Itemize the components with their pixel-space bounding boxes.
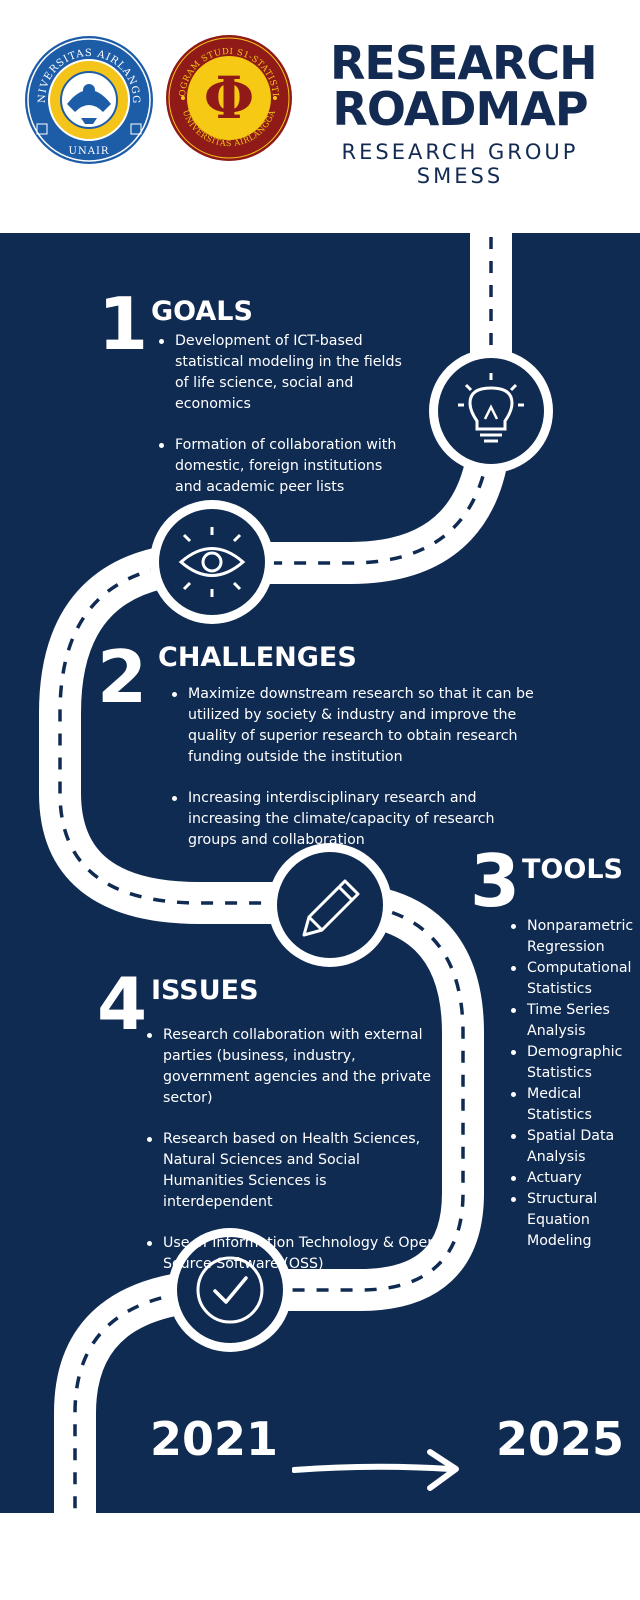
goals-title: GOALS <box>151 296 253 327</box>
list-item: Research based on Health Sciences, Natur… <box>147 1129 437 1213</box>
tools-title: TOOLS <box>522 854 623 885</box>
title-line-1: RESEARCH <box>330 36 598 90</box>
road-path <box>39 233 553 1513</box>
statistics-program-logo: Φ PROGRAM STUDI S1-STATISTIKA UNIVERSITA… <box>165 34 293 162</box>
svg-text:Φ: Φ <box>204 64 255 132</box>
list-item: Nonparametric Regression <box>511 916 639 958</box>
challenges-title: CHALLENGES <box>158 642 357 673</box>
start-year: 2021 <box>150 1412 279 1466</box>
header: UNIVERSITAS AIRLANGGA UNAIR Φ PROGRAM ST… <box>0 0 640 233</box>
end-year: 2025 <box>496 1412 625 1466</box>
tools-list: Nonparametric Regression Computational S… <box>511 916 639 1252</box>
list-item: Research collaboration with external par… <box>147 1025 437 1109</box>
subtitle-line-1: RESEARCH GROUP <box>341 140 579 164</box>
list-item: Time Series Analysis <box>511 1000 639 1042</box>
list-item: Maximize downstream research so that it … <box>172 684 540 768</box>
issues-number: 4 <box>97 962 148 1046</box>
list-item: Development of ICT-based statistical mod… <box>159 331 404 415</box>
list-item: Formation of collaboration with domestic… <box>159 435 404 498</box>
arrow-right-icon <box>292 1449 459 1491</box>
goals-list: Development of ICT-based statistical mod… <box>159 331 404 518</box>
page-title: RESEARCH ROADMAP <box>330 36 598 136</box>
svg-text:UNAIR: UNAIR <box>69 146 110 157</box>
subtitle-line-2: SMESS <box>416 164 504 188</box>
issues-list: Research collaboration with external par… <box>147 1025 437 1295</box>
check-circle-icon <box>168 1228 292 1352</box>
list-item: Demographic Statistics <box>511 1042 639 1084</box>
list-item: Computational Statistics <box>511 958 639 1000</box>
goals-number: 1 <box>98 282 149 366</box>
list-item: Spatial Data Analysis <box>511 1126 639 1168</box>
roadmap-panel: 1 GOALS Development of ICT-based statist… <box>0 233 640 1513</box>
list-item: Actuary <box>511 1168 639 1189</box>
issues-title: ISSUES <box>151 975 259 1006</box>
challenges-list: Maximize downstream research so that it … <box>172 684 540 871</box>
list-item: Medical Statistics <box>511 1084 639 1126</box>
title-line-2: ROADMAP <box>332 82 588 136</box>
list-item: Increasing interdisciplinary research an… <box>172 788 540 851</box>
unair-logo: UNIVERSITAS AIRLANGGA UNAIR <box>23 34 155 166</box>
eye-icon <box>150 500 274 624</box>
list-item: Structural Equation Modeling <box>511 1189 639 1252</box>
list-item: Use of Information Technology & Open Sou… <box>147 1233 437 1275</box>
page-subtitle: RESEARCH GROUP SMESS <box>330 140 590 188</box>
tools-number: 3 <box>470 839 521 923</box>
pencil-icon <box>268 843 392 967</box>
lightbulb-icon <box>429 349 553 473</box>
challenges-number: 2 <box>97 635 148 719</box>
